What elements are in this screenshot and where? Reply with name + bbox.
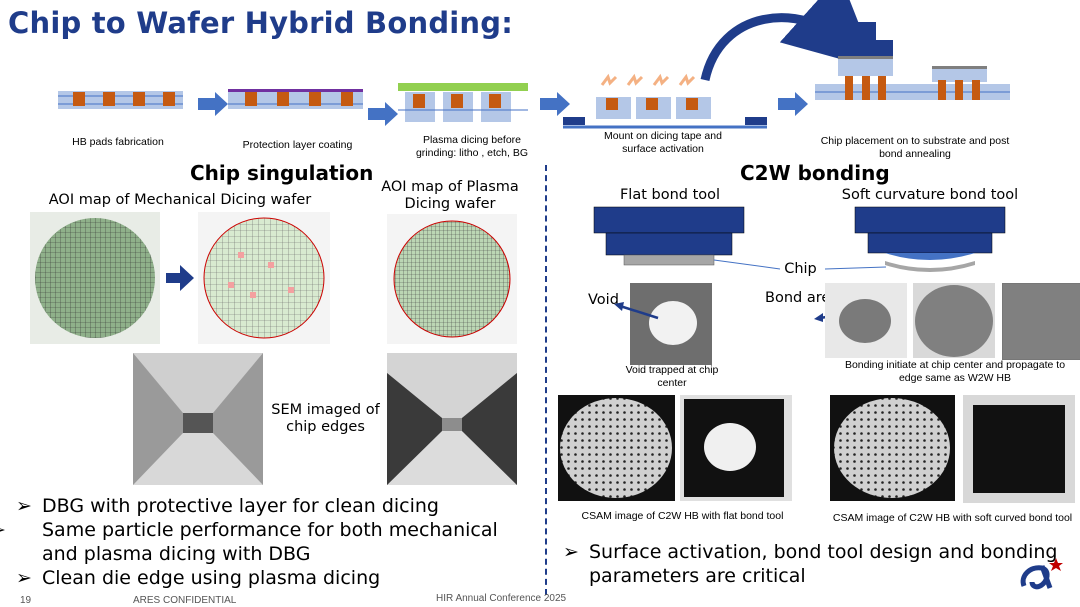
left-bullet-3: ➢Clean die edge using plasma dicing [16,567,381,589]
sem-mechanical-image [133,353,263,485]
page-title: Chip to Wafer Hybrid Bonding: [8,6,514,40]
aoi-mechanical-map-image [30,212,160,344]
page-number: 19 [20,595,32,606]
flow-arrow-3 [540,92,570,116]
csam-flat-caption: CSAM image of C2W HB with flat bond tool [581,510,784,522]
step1-wafer [58,91,183,109]
csam-soft-full-image [830,395,955,501]
c2w-bonding-heading: C2W bonding [740,161,890,185]
void-caption: Void trapped at chip center [625,364,719,389]
bond-area-medium-image [913,283,995,358]
csam-soft-caption: CSAM image of C2W HB with soft curved bo… [832,512,1073,524]
bond-area-label: Bond area [765,290,840,306]
bond-tool-diagram [593,206,1006,272]
step5-caption: Chip placement on to substrate and post … [820,135,1010,160]
sem-plasma-image [387,353,517,485]
step3-caption: Plasma dicing before grinding: litho , e… [415,134,529,159]
left-bullet-2: ➢Same particle performance for both mech… [0,519,498,565]
chip-label: Chip [784,261,817,277]
chip-singulation-heading: Chip singulation [190,161,374,185]
csam-flat-chip-image [680,395,792,501]
void-diagram-image [630,283,712,365]
right-bullet: ➢Surface activation, bond tool design an… [563,541,1058,587]
flat-tool-label: Flat bond tool [619,187,721,203]
csam-soft-chip-image [963,395,1075,503]
bond-caption: Bonding initiate at chip center and prop… [844,359,1066,384]
bond-area-full-image [1002,283,1080,360]
confidential-label: ARES CONFIDENTIAL [133,595,237,606]
step4-caption: Mount on dicing tape and surface activat… [604,130,722,155]
step1-caption: HB pads fabrication [72,136,164,148]
sem-label: SEM imaged of chip edges [271,402,380,435]
step2-caption: Protection layer coating [242,139,353,151]
step3-wafer [398,83,528,122]
flow-arrow-2 [368,102,398,126]
bond-area-small-image [825,283,907,358]
transfer-arrow [700,0,877,82]
aoi-arrow [166,265,194,291]
void-label: Void [588,292,619,308]
aoi-plasma-map-image [387,214,517,344]
section-divider [545,165,547,595]
step5-bonded-stack [815,22,1010,100]
left-bullet-1: ➢DBG with protective layer for clean dic… [16,495,439,517]
aoi-mechanical-result-image [198,212,330,344]
aoi-mechanical-label: AOI map of Mechanical Dicing wafer [48,192,312,208]
csam-flat-full-image [558,395,675,501]
aoi-plasma-label: AOI map of Plasma Dicing wafer [381,179,519,212]
ares-logo [1020,558,1063,590]
flow-arrow-1 [198,92,228,116]
left-bullet-list: ➢DBG with protective layer for clean dic… [0,494,536,590]
step4-wafer [563,73,767,129]
void-pointer-arrow [614,302,659,320]
soft-tool-label: Soft curvature bond tool [841,187,1019,203]
conference-label: HIR Annual Conference 2025 [436,593,567,604]
step2-wafer [228,89,363,109]
process-flow-diagram [58,0,1010,129]
flow-arrow-4 [778,92,808,116]
